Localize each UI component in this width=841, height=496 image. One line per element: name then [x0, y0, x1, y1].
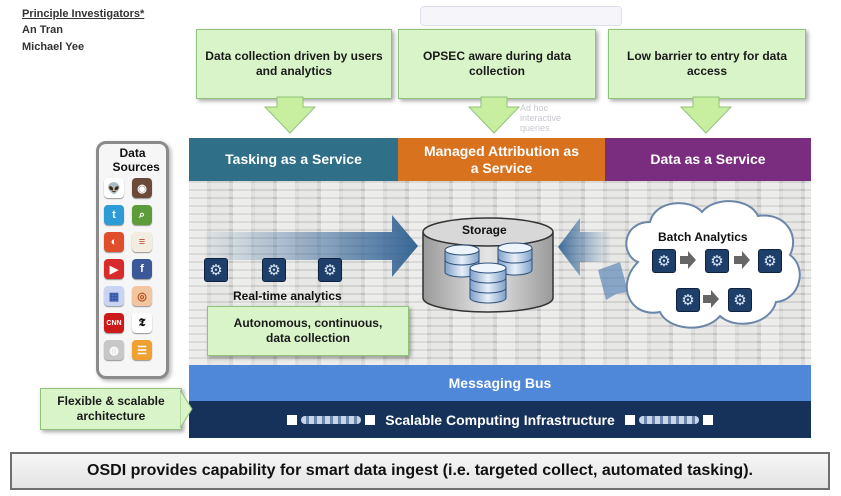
callout-users-analytics: Data collection driven by users and anal… [196, 29, 392, 99]
gear-icon: ⚙ [652, 249, 676, 273]
network-decoration [287, 414, 376, 426]
callout-text: Data collection driven by users and anal… [205, 49, 383, 78]
data-sources-icon-grid: 👽 ◉ t ⌕ ◐ ≡ ▶ f ▦ ◎ CNN 𝕿 ◍ ☰ [104, 178, 160, 360]
gear-icon: ⚙ [705, 249, 729, 273]
investigator-name: An Tran [22, 24, 63, 36]
callout-text: Autonomous, continuous, data collection [233, 316, 383, 345]
search-icon: ⌕ [132, 205, 152, 225]
gear-icon: ⚙ [728, 288, 752, 312]
realtime-flow-arrow-icon [205, 215, 418, 277]
gear-icon: ⚙ [318, 258, 342, 282]
tumblr-icon: t [104, 205, 124, 225]
callout-low-barrier: Low barrier to entry for data access [608, 29, 806, 99]
instagram-icon: ◉ [132, 178, 152, 198]
callout-text: Low barrier to entry for data access [626, 49, 788, 78]
rss-icon: ☰ [132, 340, 152, 360]
storage-label: Storage [462, 223, 507, 237]
service-label: Data as a Service [650, 151, 766, 167]
realtime-analytics-label: Real-time analytics [233, 289, 342, 303]
gear-icon: ⚙ [676, 288, 700, 312]
storage-inflow-arrow-icon [558, 218, 610, 276]
callout-autonomous: Autonomous, continuous, data collection [207, 306, 409, 356]
down-arrow-icon [679, 96, 733, 134]
reddit-icon: 👽 [104, 178, 124, 198]
data-sources-title: Data Sources [112, 146, 160, 174]
callout-text: OPSEC aware during data collection [422, 49, 572, 78]
tasking-service-header: Tasking as a Service [189, 138, 398, 181]
batch-analytics-label: Batch Analytics [658, 230, 748, 244]
right-arrow-icon [734, 251, 750, 269]
messaging-bus: Messaging Bus [189, 365, 811, 401]
facebook-icon: f [132, 259, 152, 279]
ghost-screenshot [420, 6, 622, 26]
nytimes-icon: 𝕿 [132, 313, 152, 333]
storage-icon [422, 217, 554, 313]
grid-icon: ▦ [104, 286, 124, 306]
summary-banner: OSDI provides capability for smart data … [10, 452, 830, 490]
network-decoration [624, 414, 713, 426]
callout-opsec: OPSEC aware during data collection [398, 29, 596, 99]
data-service-header: Data as a Service [605, 138, 811, 181]
youtube-icon: ▶ [104, 259, 124, 279]
ghost-queries-text: Ad hoc interactive queries [520, 103, 562, 133]
globe-icon: ◍ [104, 340, 124, 360]
summary-text: OSDI provides capability for smart data … [87, 462, 753, 479]
gear-icon: ⚙ [204, 258, 228, 282]
eye-icon: ◎ [132, 286, 152, 306]
attribution-service-header: Managed Attribution as a Service [398, 138, 605, 181]
down-arrow-icon [467, 96, 521, 134]
gear-icon: ⚙ [758, 249, 782, 273]
down-arrow-icon [263, 96, 317, 134]
radio-icon: ◐ [104, 232, 124, 252]
right-arrow-icon [703, 290, 719, 308]
news-icon: ≡ [132, 232, 152, 252]
flexible-pointer-icon [180, 390, 193, 428]
service-label: Managed Attribution as a Service [423, 142, 580, 176]
callout-text: Flexible & scalable architecture [57, 394, 165, 423]
messaging-bus-label: Messaging Bus [448, 375, 552, 391]
right-arrow-icon [680, 251, 696, 269]
investigator-name: Michael Yee [22, 41, 85, 53]
callout-flexible: Flexible & scalable architecture [40, 388, 182, 430]
infrastructure-bar: Scalable Computing Infrastructure [189, 401, 811, 438]
service-label: Tasking as a Service [225, 151, 362, 167]
cloud-flow-arrow-icon [598, 262, 628, 300]
investigators-title: Principle Investigators* [22, 8, 145, 20]
infrastructure-label: Scalable Computing Infrastructure [385, 411, 615, 428]
cnn-icon: CNN [104, 313, 124, 333]
gear-icon: ⚙ [262, 258, 286, 282]
